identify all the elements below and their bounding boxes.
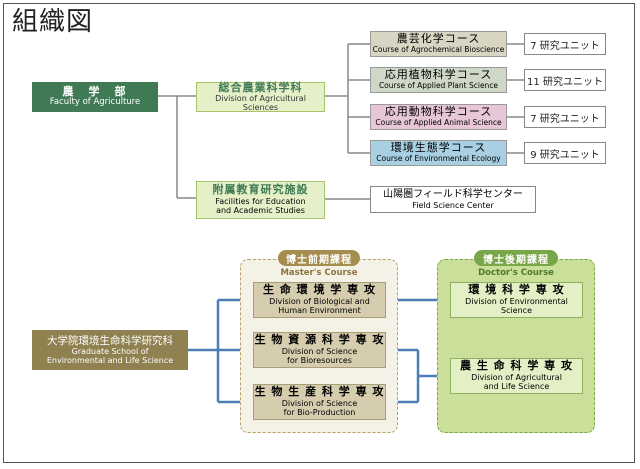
doctor-1-en2: Science bbox=[500, 306, 532, 316]
master-division-2: 生 物 資 源 科 学 専 攻 Division of Science for … bbox=[253, 332, 386, 368]
grad-en2: Environmental and Life Science bbox=[46, 356, 174, 366]
facility-en2: and Academic Studies bbox=[216, 206, 305, 216]
course-2-en: Course of Applied Plant Science bbox=[378, 81, 499, 90]
master-3-en2: for Bio-Production bbox=[283, 408, 356, 418]
doctor-2-en1: Division of Agricultural bbox=[471, 373, 562, 383]
master-2-jp: 生 物 資 源 科 学 専 攻 bbox=[254, 333, 385, 347]
course-environmental-ecology: 環境生態学コース Course of Environmental Ecology bbox=[370, 140, 507, 166]
facility-jp: 附属教育研究施設 bbox=[212, 183, 309, 197]
master-2-en2: for Bioresources bbox=[287, 356, 352, 366]
doctor-2-jp: 農 生 命 科 学 専 攻 bbox=[460, 359, 573, 373]
field-center-box: 山陽圏フィールド科学センター Field Science Center bbox=[370, 186, 536, 213]
doctor-tag: 博士後期課程 bbox=[474, 250, 558, 266]
grad-en1: Graduate School of bbox=[71, 346, 149, 356]
master-3-jp: 生 物 生 産 科 学 専 攻 bbox=[254, 385, 385, 399]
grad-jp: 大学院環境生命科学研究科 bbox=[47, 334, 173, 347]
field-center-en: Field Science Center bbox=[412, 200, 494, 210]
course-applied-animal: 応用動物科学コース Course of Applied Animal Scien… bbox=[370, 104, 507, 130]
doctor-division-2: 農 生 命 科 学 専 攻 Division of Agricultural a… bbox=[450, 358, 583, 394]
facility-en1: Facilities for Education bbox=[215, 197, 306, 207]
master-label: Master's Course bbox=[280, 268, 358, 278]
doctor-1-en1: Division of Environmental bbox=[465, 297, 568, 307]
graduate-school-box: 大学院環境生命科学研究科 Graduate School of Environm… bbox=[32, 330, 188, 370]
division-jp: 総合農業科学科 bbox=[218, 80, 303, 94]
doctor-label: Doctor's Course bbox=[478, 268, 554, 278]
course-2-jp: 応用植物科学コース bbox=[384, 68, 493, 82]
doctor-1-jp: 環 境 科 学 専 攻 bbox=[468, 283, 565, 297]
course-1-jp: 農芸化学コース bbox=[396, 32, 481, 46]
unit-count-1: 7 研究ユニット bbox=[524, 33, 606, 55]
doctor-division-1: 環 境 科 学 専 攻 Division of Environmental Sc… bbox=[450, 282, 583, 318]
course-3-jp: 応用動物科学コース bbox=[384, 105, 493, 119]
master-1-en1: Division of Biological and bbox=[269, 297, 370, 307]
diagram-frame bbox=[3, 3, 635, 463]
course-applied-plant: 応用植物科学コース Course of Applied Plant Scienc… bbox=[370, 67, 507, 93]
unit-count-4: 9 研究ユニット bbox=[524, 142, 606, 164]
course-4-en: Course of Environmental Ecology bbox=[376, 154, 501, 163]
unit-count-2: 11 研究ユニット bbox=[524, 69, 606, 91]
faculty-en: Faculty of Agriculture bbox=[49, 97, 141, 108]
course-1-en: Course of Agrochemical Bioscience bbox=[372, 45, 505, 54]
division-en: Division of Agricultural Sciences bbox=[215, 94, 306, 113]
master-1-en2: Human Environment bbox=[278, 306, 361, 316]
master-tag: 博士前期課程 bbox=[278, 250, 360, 266]
course-4-jp: 環境生態学コース bbox=[390, 141, 487, 155]
division-box: 総合農業科学科 Division of Agricultural Science… bbox=[196, 80, 325, 113]
field-center-jp: 山陽圏フィールド科学センター bbox=[383, 189, 523, 201]
facility-box: 附属教育研究施設 Facilities for Education and Ac… bbox=[196, 181, 325, 219]
faculty-jp: 農 学 部 bbox=[62, 84, 128, 98]
faculty-box: 農 学 部 Faculty of Agriculture bbox=[32, 82, 158, 112]
master-3-en1: Division of Science bbox=[281, 399, 358, 409]
master-division-1: 生 命 環 境 学 専 攻 Division of Biological and… bbox=[253, 282, 386, 318]
course-agrochemical: 農芸化学コース Course of Agrochemical Bioscienc… bbox=[370, 31, 507, 57]
master-division-3: 生 物 生 産 科 学 専 攻 Division of Science for … bbox=[253, 384, 386, 420]
page-title: 組織図 bbox=[12, 7, 94, 37]
master-1-jp: 生 命 環 境 学 専 攻 bbox=[263, 283, 376, 297]
unit-count-3: 7 研究ユニット bbox=[524, 106, 606, 128]
doctor-2-en2: and Life Science bbox=[483, 382, 550, 392]
course-3-en: Course of Applied Animal Science bbox=[375, 118, 502, 127]
master-2-en1: Division of Science bbox=[281, 347, 358, 357]
